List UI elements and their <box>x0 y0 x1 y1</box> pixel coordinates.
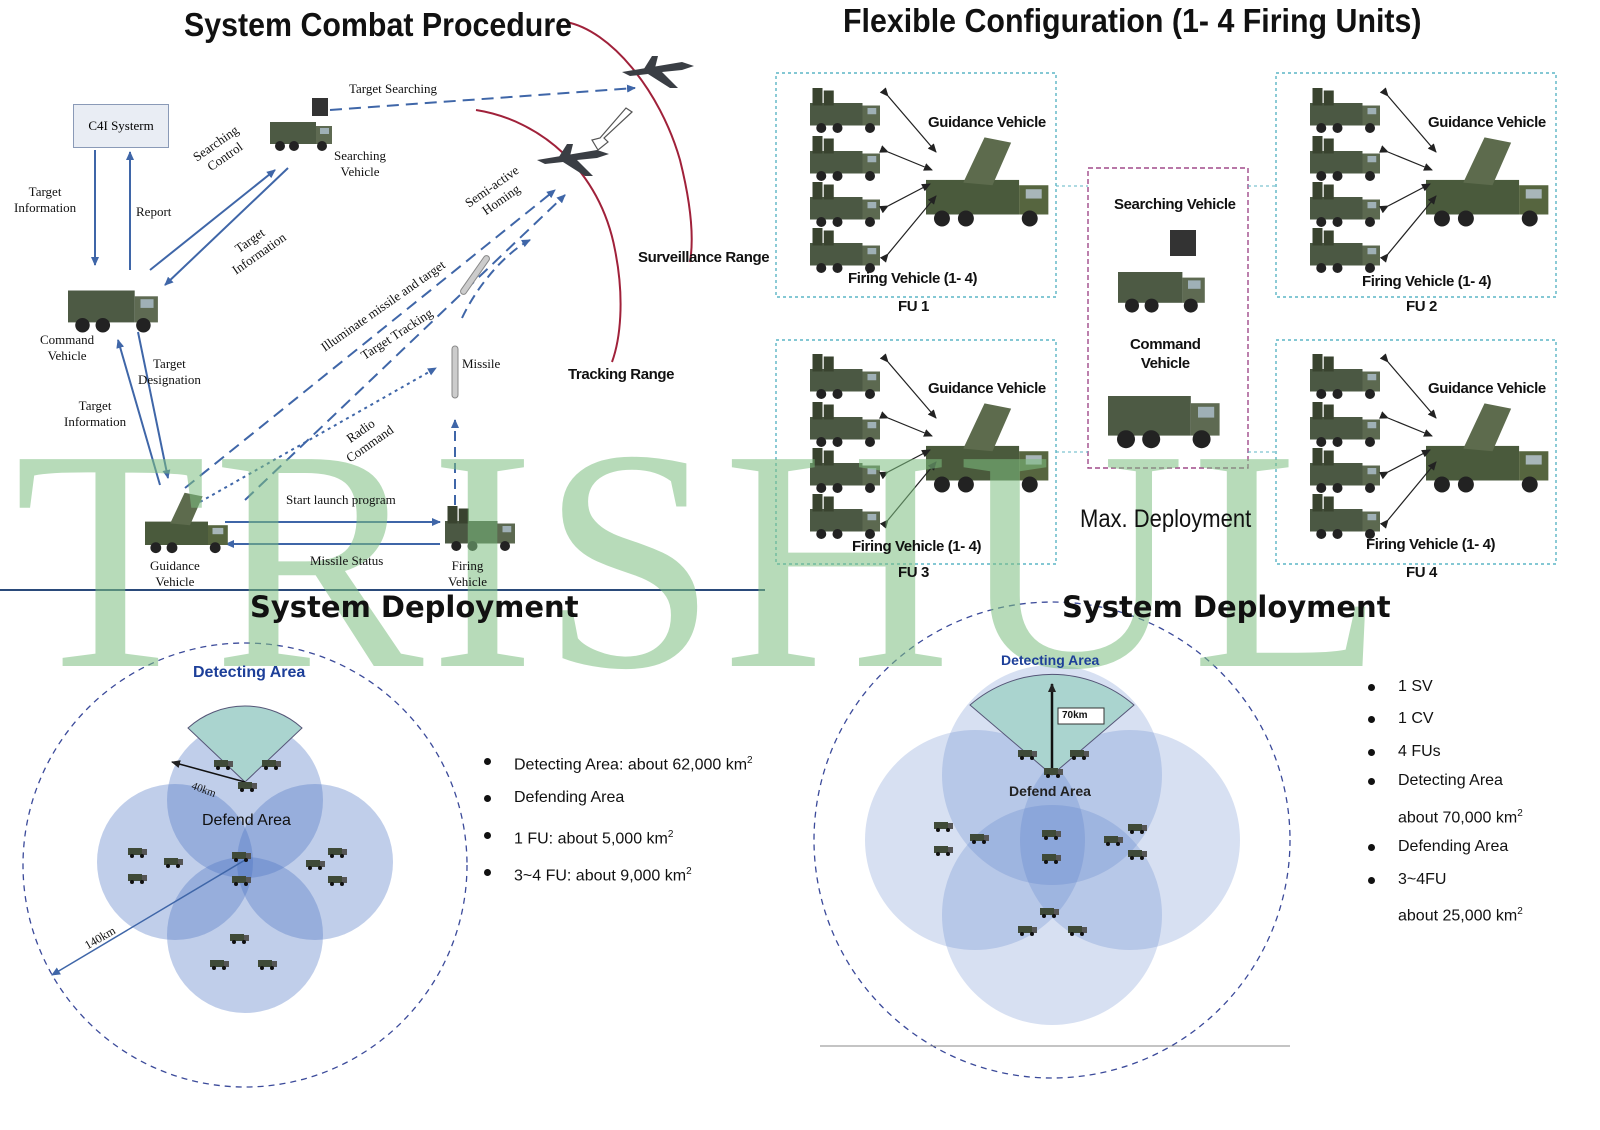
fu2-guidance-label: Guidance Vehicle <box>1428 114 1546 131</box>
fu3-label: FU 3 <box>898 564 929 581</box>
right-detecting-area-label: Detecting Area <box>1001 652 1100 668</box>
config-searching-vehicle-label: Searching Vehicle <box>1114 196 1236 213</box>
right-bullet-item: Defending Area <box>1368 837 1508 857</box>
command-vehicle-icon <box>68 290 158 333</box>
fu4-firing-label: Firing Vehicle (1- 4) <box>1366 536 1496 553</box>
left-defend-area-label: Defend Area <box>202 812 291 829</box>
fu1-firing-label: Firing Vehicle (1- 4) <box>848 270 978 287</box>
label-command-vehicle: Command Vehicle <box>40 332 95 363</box>
max-deployment-label: Max. Deployment <box>1080 505 1252 533</box>
right-bullet-item: Detecting Area <box>1368 771 1503 791</box>
right-70km-label: 70km <box>1062 710 1088 721</box>
radar-dish-icon <box>312 98 328 116</box>
deployment-left-graphics <box>22 642 468 1088</box>
label-target-searching: Target Searching <box>349 81 438 96</box>
combat-procedure-graphics <box>68 21 694 554</box>
left-detecting-area-label: Detecting Area <box>193 664 306 681</box>
configuration-title: Flexible Configuration (1- 4 Firing Unit… <box>843 2 1422 39</box>
deployment-left-title: System Deployment <box>250 590 579 624</box>
deployment-right-title: System Deployment <box>1062 590 1391 624</box>
right-defend-area-label: Defend Area <box>1009 783 1091 799</box>
label-tracking-range: Tracking Range <box>568 366 675 383</box>
left-bullet-item: Defending Area <box>484 788 624 808</box>
left-bullet-item: Detecting Area: about 62,000 km2 <box>484 751 753 775</box>
searching-vehicle-icon <box>1118 272 1205 313</box>
label-missile-status: Missile Status <box>310 553 384 568</box>
fu3-firing-label: Firing Vehicle (1- 4) <box>852 538 982 555</box>
watermark: TRISHUL <box>14 385 1391 735</box>
fu3-guidance-label: Guidance Vehicle <box>928 380 1046 397</box>
fu4-label: FU 4 <box>1406 564 1437 581</box>
label-surveillance-range: Surveillance Range <box>638 249 770 266</box>
searching-vehicle-icon <box>270 122 332 151</box>
label-target-designation: Target Designation <box>138 356 201 387</box>
fu2-firing-label: Firing Vehicle (1- 4) <box>1362 273 1492 290</box>
label-report: Report <box>136 204 172 219</box>
label-target-information-3: Target Information <box>64 398 127 429</box>
config-command-vehicle-label: Command Vehicle <box>1130 336 1201 372</box>
fu4-guidance-label: Guidance Vehicle <box>1428 380 1546 397</box>
configuration-graphics <box>775 72 1557 565</box>
label-firing-vehicle: Firing Vehicle <box>448 558 487 589</box>
label-start-launch-program: Start launch program <box>286 492 396 507</box>
label-searching-vehicle: Searching Vehicle <box>334 148 386 179</box>
right-bullet-item: 1 SV <box>1368 677 1433 697</box>
fu2-label: FU 2 <box>1406 298 1437 315</box>
right-bullet-item: about 70,000 km2 <box>1398 808 1523 827</box>
right-bullet-item: about 25,000 km2 <box>1398 906 1523 925</box>
fu1-label: FU 1 <box>898 298 929 315</box>
right-bullet-item: 1 CV <box>1368 709 1434 729</box>
label-missile: Missile <box>462 356 501 371</box>
fu1-guidance-label: Guidance Vehicle <box>928 114 1046 131</box>
c4i-system-box: C4I Systerm <box>73 104 169 148</box>
left-bullet-item: 1 FU: about 5,000 km2 <box>484 825 673 849</box>
radar-dish-icon <box>1170 230 1196 256</box>
right-bullet-item: 4 FUs <box>1368 742 1441 762</box>
combat-title: System Combat Procedure <box>184 6 573 43</box>
right-bullet-item: 3~4FU <box>1368 870 1446 890</box>
label-target-information-1: Target Information <box>14 184 77 215</box>
label-guidance-vehicle: Guidance Vehicle <box>150 558 200 589</box>
deployment-right-graphics <box>813 601 1291 1079</box>
left-bullet-item: 3~4 FU: about 9,000 km2 <box>484 862 692 886</box>
